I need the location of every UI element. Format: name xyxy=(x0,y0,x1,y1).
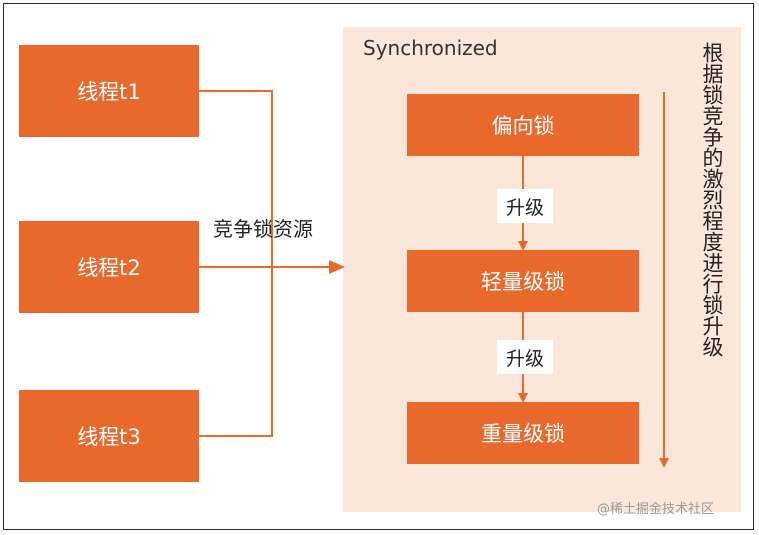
compete-lock-resource-label: 竞争锁资源 xyxy=(213,217,313,241)
heavyweight-lock-box: 重量级锁 xyxy=(407,402,639,464)
t3-connector xyxy=(199,267,273,437)
lightweight-lock-box: 轻量级锁 xyxy=(407,250,639,312)
thread-t3-box: 线程t3 xyxy=(19,390,199,482)
t1-connector xyxy=(199,90,273,267)
thread-t1-box: 线程t1 xyxy=(19,45,199,137)
watermark: @稀土掘金技术社区 xyxy=(597,502,715,517)
side-vertical-text: 根据锁竞争的激烈程度进行锁升级 xyxy=(700,42,724,357)
biased-lock-box: 偏向锁 xyxy=(407,94,639,156)
synchronized-title: Synchronized xyxy=(363,36,498,60)
thread-t2-box: 线程t2 xyxy=(19,221,199,313)
upgrade-label-1: 升级 xyxy=(497,189,553,223)
upgrade-label-2: 升级 xyxy=(497,340,553,374)
